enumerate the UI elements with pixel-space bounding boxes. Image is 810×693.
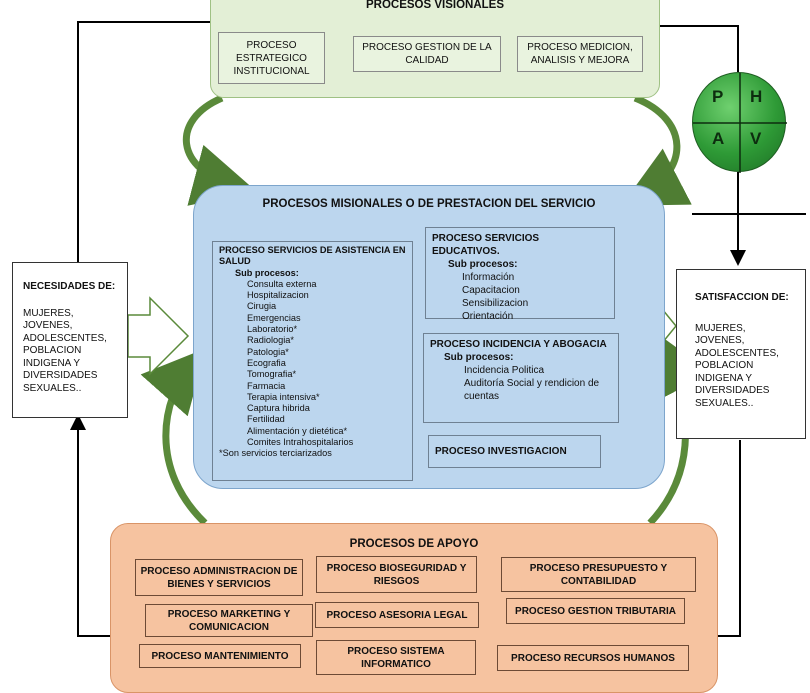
process-box-presupuesto: PROCESO PRESUPUESTO Y CONTABILIDAD [501, 557, 696, 592]
list-item: Tomografia* [247, 369, 297, 380]
list-item: Orientación [462, 311, 514, 322]
salud-sub-label: Sub procesos: [235, 267, 299, 278]
list-item: Radiologia* [247, 335, 294, 346]
apoyo-title: PROCESOS DE APOYO [349, 538, 479, 550]
satisfaccion-title: SATISFACCION DE: [695, 292, 789, 303]
list-item: Capacitacion [462, 285, 520, 296]
process-box-gestion-calidad: PROCESO GESTION DE LA CALIDAD [353, 36, 501, 72]
process-box-salud: PROCESO SERVICIOS DE ASISTENCIA EN SALUD… [212, 241, 413, 481]
necesidades-text: MUJERES, JOVENES, ADOLESCENTES, POBLACIO… [23, 307, 107, 394]
feedback-line-right-bottom [718, 440, 741, 637]
incidencia-title: PROCESO INCIDENCIA Y ABOGACIA [430, 339, 607, 350]
list-item: Alimentación y dietética* [247, 425, 348, 436]
salud-note: *Son servicios terciarizados [219, 448, 332, 459]
necesidades-title: NECESIDADES DE: [23, 281, 116, 292]
phva-cycle-icon: P H A V [692, 72, 787, 173]
list-item: Hospitalizacion [247, 290, 309, 301]
list-item: Captura hibrida [247, 403, 310, 414]
investigacion-title: PROCESO INVESTIGACION [435, 446, 567, 457]
process-box-asesoria-legal: PROCESO ASESORIA LEGAL [315, 602, 479, 628]
process-box-educativos: PROCESO SERVICIOS EDUCATIVOS. Sub proces… [425, 227, 615, 322]
process-box-marketing: PROCESO MARKETING Y COMUNICACION [145, 604, 313, 637]
block-arrow-left [127, 296, 190, 376]
green-arrow-top-left [182, 94, 257, 206]
list-item: Ecografia [247, 357, 286, 368]
visional-title: PROCESOS VISIONALES [365, 0, 505, 11]
list-item: Terapia intensiva* [247, 391, 320, 402]
process-box-investigacion: PROCESO INVESTIGACION [428, 435, 601, 468]
process-box-gestion-tributaria: PROCESO GESTION TRIBUTARIA [506, 598, 685, 624]
phva-cross [693, 73, 787, 173]
necesidades-box: NECESIDADES DE: MUJERES, JOVENES, ADOLES… [12, 262, 128, 418]
educativos-list: Información Capacitacion Sensibilizacion… [432, 271, 608, 323]
process-box-estrategico: PROCESO ESTRATEGICO INSTITUCIONAL [218, 32, 325, 84]
list-item: Auditoría Social y rendicion de cuentas [464, 378, 600, 402]
list-item: Cirugia [247, 301, 277, 312]
process-box-mantenimiento: PROCESO MANTENIMIENTO [139, 644, 301, 668]
list-item: Emergencias [247, 312, 301, 323]
process-box-recursos-humanos: PROCESO RECURSOS HUMANOS [497, 645, 689, 671]
list-item: Comites Intrahospitalarios [247, 437, 354, 448]
feedback-line-right-top [660, 25, 739, 72]
process-box-administracion: PROCESO ADMINISTRACION DE BIENES Y SERVI… [135, 559, 303, 596]
incidencia-list: Incidencia Politica Auditoría Social y r… [430, 364, 612, 403]
satisfaccion-text: MUJERES, JOVENES, ADOLESCENTES, POBLACIO… [695, 322, 779, 409]
list-item: Laboratorio* [247, 324, 298, 335]
educativos-title: PROCESO SERVICIOS EDUCATIVOS. [432, 233, 540, 257]
list-item: Fertilidad [247, 414, 285, 425]
salud-title: PROCESO SERVICIOS DE ASISTENCIA EN SALUD [219, 245, 406, 267]
misional-title: PROCESOS MISIONALES O DE PRESTACION DEL … [262, 198, 596, 210]
salud-list: Consulta externa Hospitalizacion Cirugia… [219, 279, 406, 448]
satisfaccion-box: SATISFACCION DE: MUJERES, JOVENES, ADOLE… [676, 269, 806, 439]
process-box-incidencia: PROCESO INCIDENCIA Y ABOGACIA Sub proces… [423, 333, 619, 423]
list-item: Patologia* [247, 346, 289, 357]
phva-h: H [750, 87, 763, 106]
green-arrow-top-right [621, 94, 692, 206]
feedback-line-left [77, 21, 210, 262]
list-item: Incidencia Politica [464, 365, 545, 376]
process-box-sistema-informatico: PROCESO SISTEMA INFORMATICO [316, 640, 476, 675]
list-item: Sensibilizacion [462, 298, 529, 309]
green-arrow-bottom-left [140, 348, 208, 526]
feedback-line-bottom-left [70, 414, 110, 637]
process-box-bioseguridad: PROCESO BIOSEGURIDAD Y RIESGOS [316, 556, 477, 593]
phva-v: V [750, 129, 762, 148]
phva-a: A [712, 129, 725, 148]
incidencia-sub-label: Sub procesos: [444, 352, 514, 363]
list-item: Información [462, 272, 515, 283]
list-item: Consulta externa [247, 278, 317, 289]
educativos-sub-label: Sub procesos: [448, 259, 518, 270]
list-item: Farmacia [247, 380, 286, 391]
phva-p: P [712, 87, 724, 106]
process-box-medicion: PROCESO MEDICION, ANALISIS Y MEJORA [517, 36, 643, 72]
